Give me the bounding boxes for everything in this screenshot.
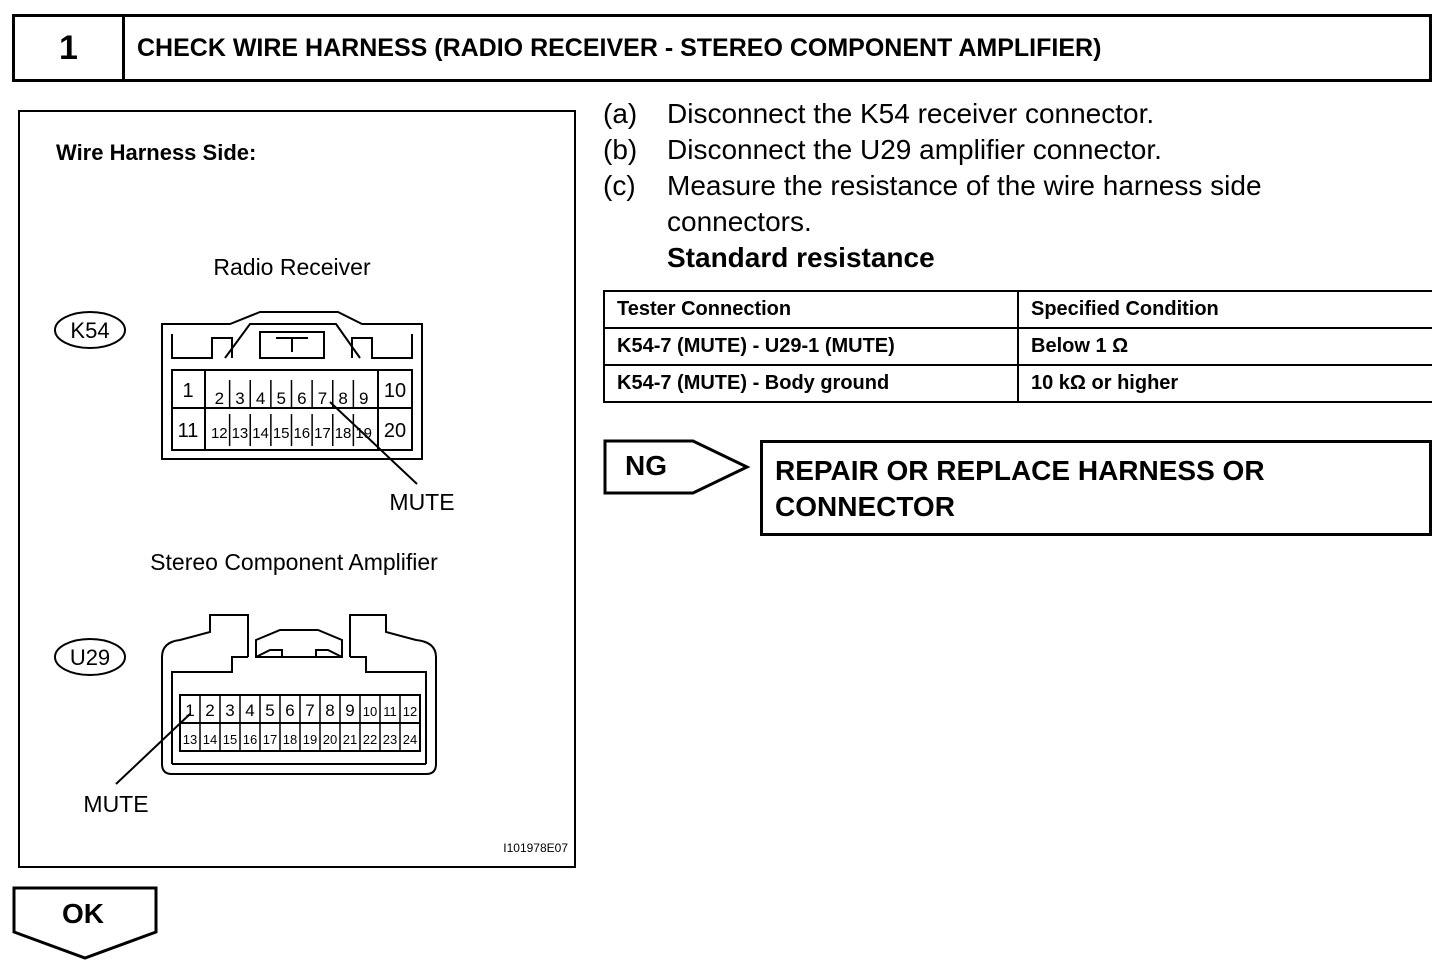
ok-arrow (12, 886, 158, 960)
step-number: 1 (15, 17, 125, 79)
amplifier-pin: 22 (363, 732, 377, 747)
receiver-pin: 18 (335, 425, 352, 442)
step-c: (c) Measure the resistance of the wire h… (603, 170, 1403, 204)
table-header-row: Tester Connection Specified Condition (603, 290, 1432, 329)
receiver-callout-label: MUTE (389, 489, 454, 515)
table-cell: K54-7 (MUTE) - U29-1 (MUTE) (603, 327, 1019, 366)
amplifier-pin: 6 (285, 701, 294, 720)
resistance-table: Tester Connection Specified Condition K5… (603, 290, 1432, 403)
receiver-pin: 9 (359, 389, 368, 408)
amplifier-pin: 19 (303, 732, 317, 747)
figure-id: I101978E07 (503, 841, 568, 855)
amplifier-pin: 4 (245, 701, 254, 720)
amplifier-pin: 14 (203, 732, 217, 747)
step-title: CHECK WIRE HARNESS (RADIO RECEIVER - STE… (137, 33, 1102, 62)
ok-label: OK (62, 898, 104, 929)
receiver-pin: 2 (215, 389, 224, 408)
ng-result-line2: CONNECTOR (775, 491, 955, 522)
receiver-pin: 8 (338, 389, 347, 408)
receiver-callout-line (329, 401, 418, 485)
amplifier-pin: 8 (325, 701, 334, 720)
ng-result-line1: REPAIR OR REPLACE HARNESS OR (775, 455, 1265, 486)
amplifier-callout-line (115, 713, 191, 785)
receiver-code: K54 (70, 318, 109, 343)
step-header: 1 CHECK WIRE HARNESS (RADIO RECEIVER - S… (12, 14, 1432, 82)
receiver-pin: 1 (182, 380, 193, 402)
amplifier-pin: 2 (205, 701, 214, 720)
amplifier-pin: 1 (185, 701, 194, 720)
step-b: (b) Disconnect the U29 amplifier connect… (603, 134, 1403, 168)
amplifier-pin: 5 (265, 701, 274, 720)
receiver-pin: 6 (297, 389, 306, 408)
amplifier-connector (161, 614, 437, 775)
amplifier-pin: 11 (383, 704, 397, 719)
receiver-label: Radio Receiver (213, 254, 371, 280)
amplifier-code: U29 (70, 645, 110, 670)
standard-resistance-label: Standard resistance (667, 242, 935, 273)
receiver-pin: 13 (232, 425, 249, 442)
ng-arrow (603, 439, 751, 495)
receiver-pin-row-bottom: 11201213141516171819 (178, 414, 406, 446)
amplifier-callout-label: MUTE (83, 791, 148, 817)
receiver-pin: 3 (235, 389, 244, 408)
receiver-pin: 20 (384, 420, 406, 442)
receiver-pin: 4 (256, 389, 265, 408)
step-a-letter: (a) (603, 98, 638, 129)
amplifier-pin: 20 (323, 732, 337, 747)
table-cell: Below 1 Ω (1017, 327, 1432, 366)
table-cell: K54-7 (MUTE) - Body ground (603, 364, 1019, 403)
receiver-pin: 7 (318, 389, 327, 408)
amplifier-pin: 12 (403, 704, 417, 719)
receiver-pin: 17 (314, 425, 331, 442)
amplifier-pin: 13 (183, 732, 197, 747)
ng-label: NG (625, 450, 667, 481)
ng-result-box: REPAIR OR REPLACE HARNESS OR CONNECTOR (760, 440, 1432, 536)
table-row: K54-7 (MUTE) - U29-1 (MUTE) Below 1 Ω (603, 327, 1432, 366)
amplifier-pin: 18 (283, 732, 297, 747)
table-cell: 10 kΩ or higher (1017, 364, 1432, 403)
step-b-letter: (b) (603, 134, 638, 165)
table-header-cell: Specified Condition (1017, 290, 1432, 329)
receiver-pin: 11 (178, 420, 199, 442)
receiver-pin: 15 (273, 425, 290, 442)
step-a: (a) Disconnect the K54 receiver connecto… (603, 98, 1403, 132)
amplifier-pin: 16 (243, 732, 257, 747)
step-b-text: Disconnect the U29 amplifier connector. (667, 134, 1162, 165)
receiver-pin: 12 (211, 425, 228, 442)
step-c-letter: (c) (603, 170, 636, 201)
table-row: K54-7 (MUTE) - Body ground 10 kΩ or high… (603, 364, 1432, 403)
amplifier-label: Stereo Component Amplifier (150, 549, 438, 575)
step-c-text-continued: connectors. (667, 206, 812, 237)
step-c-text: Measure the resistance of the wire harne… (667, 170, 1262, 201)
figure-heading: Wire Harness Side: (56, 140, 256, 165)
amplifier-pin: 24 (403, 732, 417, 747)
step-a-text: Disconnect the K54 receiver connector. (667, 98, 1155, 129)
receiver-pin: 16 (293, 425, 310, 442)
amplifier-pin: 21 (343, 732, 357, 747)
amplifier-code-badge: U29 (54, 638, 126, 676)
amplifier-pin: 23 (383, 732, 397, 747)
receiver-pin: 14 (252, 425, 269, 442)
table-header-cell: Tester Connection (603, 290, 1019, 329)
amplifier-pin: 7 (305, 701, 314, 720)
receiver-code-badge: K54 (54, 311, 126, 349)
receiver-connector (161, 311, 423, 460)
ng-result-text: REPAIR OR REPLACE HARNESS OR CONNECTOR (775, 453, 1265, 525)
receiver-pin: 5 (276, 389, 285, 408)
amplifier-pin-row-bottom: 13 14 15 16 17 18 19 20 21 22 23 24 (183, 723, 417, 751)
amplifier-pin: 15 (223, 732, 237, 747)
amplifier-pin: 10 (363, 704, 377, 719)
amplifier-pin: 9 (345, 701, 354, 720)
amplifier-pin: 17 (263, 732, 277, 747)
amplifier-pin: 3 (225, 701, 234, 720)
receiver-pin: 10 (384, 380, 406, 402)
